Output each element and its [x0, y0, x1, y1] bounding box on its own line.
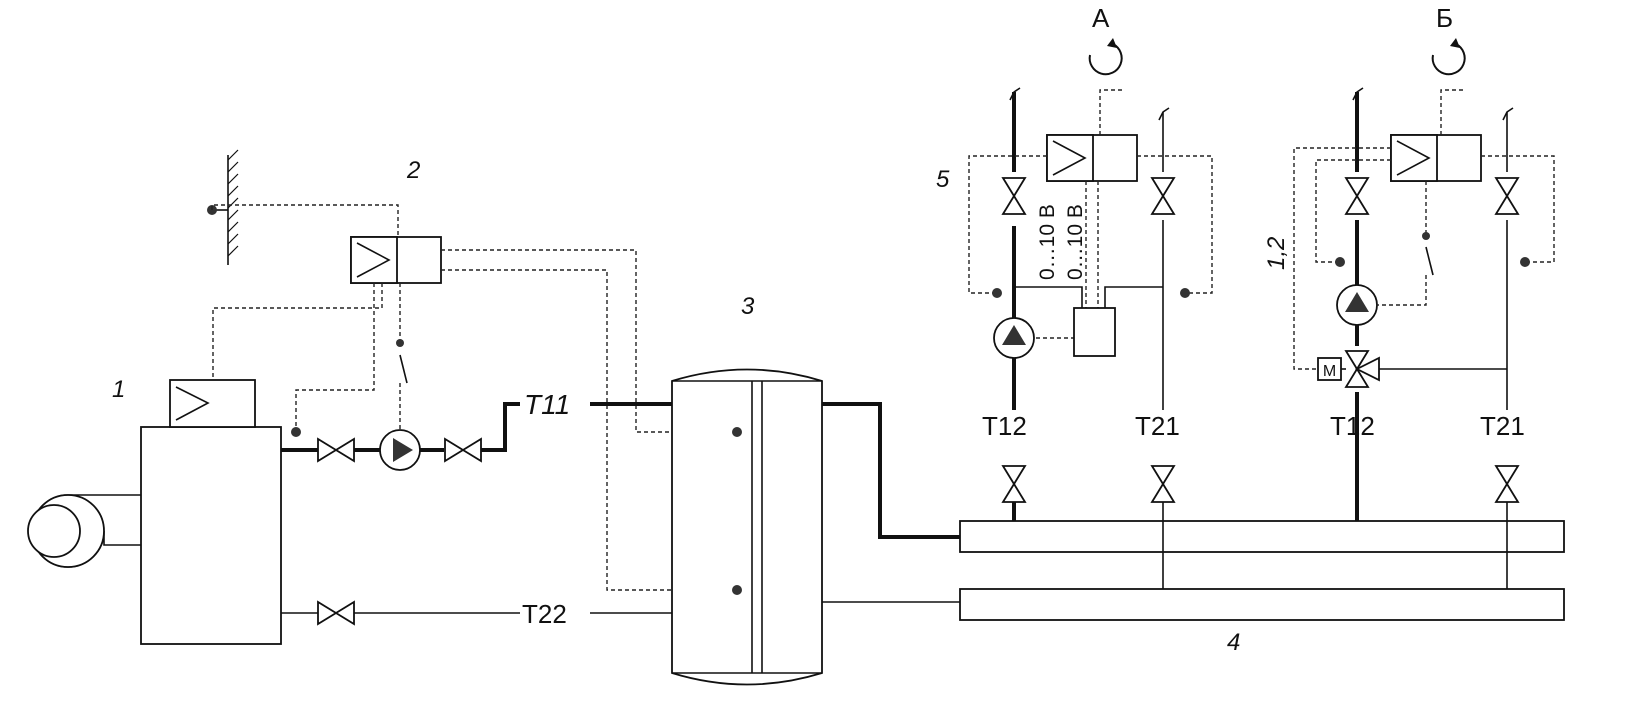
valve-b-return-lower[interactable] — [1495, 465, 1519, 503]
label-circuit-a-number: 5 — [936, 166, 950, 193]
pump-switch — [396, 339, 408, 431]
label-t21-a: T21 — [1135, 411, 1180, 441]
pump-b[interactable] — [1336, 284, 1378, 326]
sensor-a-supply — [992, 288, 1002, 298]
signal-ctrl2-tank-bottom — [441, 269, 737, 591]
circuit-a-supply-pipe — [1009, 87, 1021, 521]
tank-supply-out — [822, 402, 960, 539]
tank-sensor-bottom — [732, 585, 742, 595]
rotation-arrow-b — [1431, 37, 1466, 76]
sensor-b-supply — [1335, 257, 1345, 267]
circuit-b-supply-pipe — [1352, 87, 1364, 521]
tank-sensor-top — [732, 427, 742, 437]
label-t12-b: T12 — [1330, 411, 1375, 441]
signal-ctrl2-flow-sensor — [295, 283, 375, 432]
label-circuit-b-number: 1,2 — [1263, 237, 1290, 270]
label-signal-1: 0…10 В — [1036, 204, 1059, 280]
valve-a-return-lower[interactable] — [1151, 465, 1175, 503]
signal-b-ctrl — [1440, 89, 1465, 135]
controller-b — [1390, 134, 1482, 182]
valve-a-supply-lower[interactable] — [1002, 465, 1026, 503]
sensor-a-return — [1180, 288, 1190, 298]
valve-b-supply-upper[interactable] — [1345, 177, 1369, 215]
svg-text:M: M — [1323, 363, 1336, 380]
signal-b-actuator — [1293, 147, 1391, 370]
circuit-b-return-pipe — [1502, 107, 1514, 589]
pump-a[interactable] — [993, 317, 1035, 359]
signal-ctrl2-boiler — [212, 283, 383, 380]
signal-a-return-sensor — [1137, 155, 1213, 294]
valve-a-supply-upper[interactable] — [1002, 177, 1026, 215]
signal-a-ctrl — [1099, 89, 1125, 135]
boiler-supply-line — [281, 402, 520, 452]
valve-b-return-upper[interactable] — [1495, 177, 1519, 215]
label-controller-number: 2 — [406, 157, 420, 184]
burner-fan — [27, 494, 141, 568]
label-boiler-number: 1 — [112, 376, 125, 403]
boiler-flow-sensor — [291, 427, 301, 437]
signal-b-return-sensor — [1481, 155, 1555, 263]
supply-manifold — [959, 520, 1565, 553]
label-t22: T22 — [522, 599, 567, 629]
label-t21-b: T21 — [1480, 411, 1525, 441]
signal-a-supply-sensor — [968, 155, 1047, 294]
pump-boiler[interactable] — [379, 429, 421, 471]
outdoor-sensor — [207, 149, 399, 265]
mixing-valve-b[interactable] — [1339, 350, 1507, 388]
label-circuit-a: А — [1092, 3, 1110, 33]
controller-2 — [350, 236, 442, 284]
label-t11: T11 — [524, 389, 570, 420]
label-signal-2: 0…10 В — [1064, 204, 1087, 280]
sensor-b-return — [1520, 257, 1530, 267]
valve-return[interactable] — [317, 601, 355, 625]
rotation-arrow-a — [1088, 37, 1123, 76]
signal-b-supply-sensor — [1315, 159, 1391, 263]
label-manifold-number: 4 — [1227, 629, 1240, 656]
label-circuit-b: Б — [1436, 3, 1453, 33]
return-manifold — [959, 588, 1565, 621]
valve-boiler-1[interactable] — [317, 438, 355, 462]
buffer-tank — [671, 368, 823, 686]
actuator-motor: M — [1317, 357, 1342, 381]
valve-a-return-upper[interactable] — [1151, 177, 1175, 215]
controller-a — [1046, 134, 1138, 182]
valve-boiler-2[interactable] — [444, 438, 482, 462]
control-module-a — [1073, 307, 1116, 357]
label-tank-number: 3 — [741, 293, 755, 320]
pump-switch-b — [1377, 181, 1434, 306]
label-t12-a: T12 — [982, 411, 1027, 441]
circuit-a-return-pipe — [1158, 107, 1170, 589]
boiler — [140, 379, 282, 645]
